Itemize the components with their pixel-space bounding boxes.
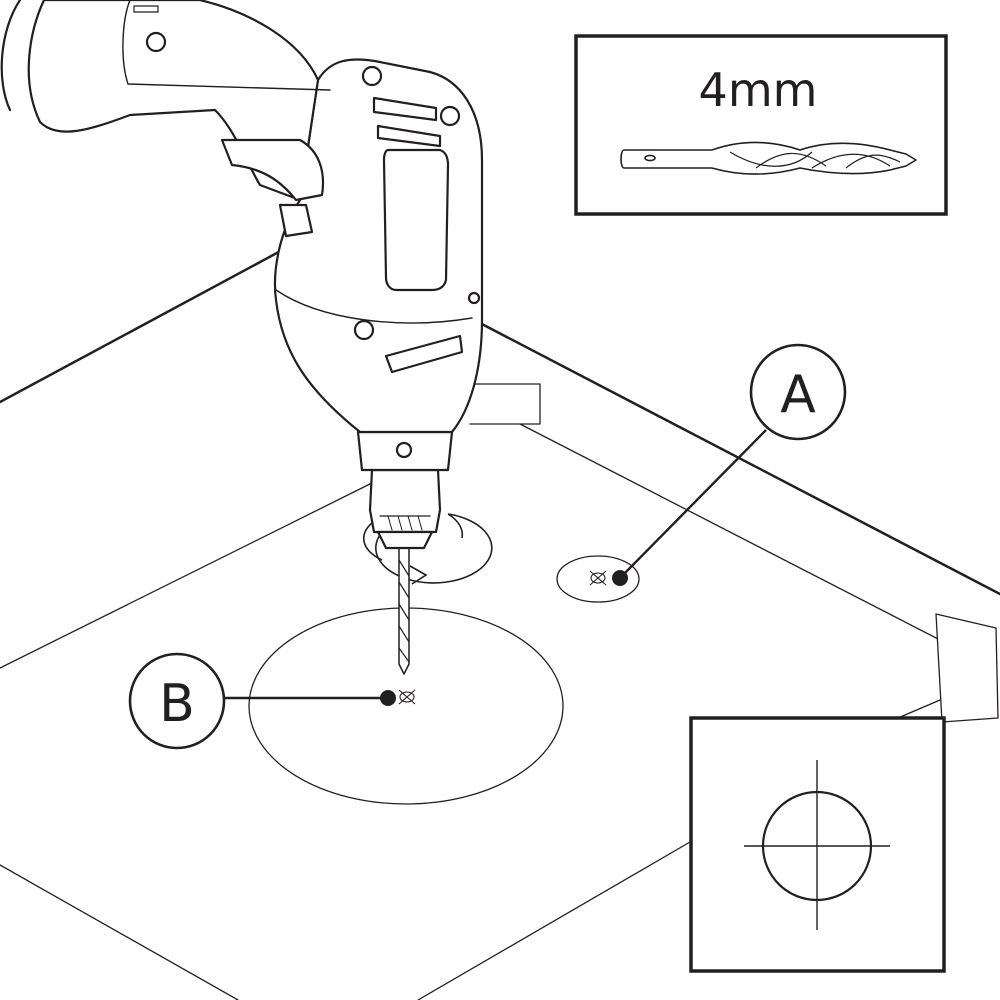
callout-b-label: B: [159, 674, 195, 734]
target-inset: [689, 716, 946, 973]
callout-a-circle: [749, 343, 847, 441]
crosshair-target-icon: [744, 760, 890, 930]
drill-bit: [398, 539, 410, 675]
callout-b: B: [128, 652, 396, 750]
rotation-arrow-icon: [362, 513, 493, 585]
drill-bit-size-inset: 4mm: [574, 34, 948, 216]
callout-a-label: A: [780, 365, 816, 425]
workpiece-panel: [0, 245, 1000, 1000]
hole-a-marker: [556, 555, 640, 603]
power-drill: [0, 0, 484, 550]
callout-a: A: [612, 343, 847, 586]
drill-bit-size-label: 4mm: [699, 63, 818, 117]
callout-b-circle: [128, 652, 226, 750]
drill-bit-icon: [620, 141, 917, 175]
